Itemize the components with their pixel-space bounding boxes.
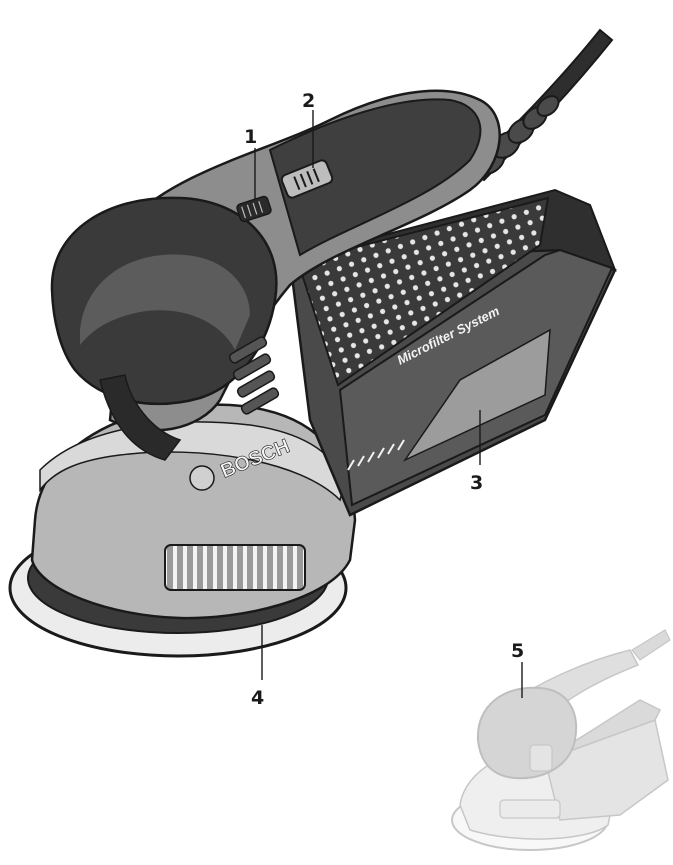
side-grip-ribs (228, 336, 280, 415)
callout-4: 4 (251, 687, 264, 709)
callout-5: 5 (511, 640, 524, 662)
dust-box-perforated-top (296, 196, 550, 387)
callout-1: 1 (244, 126, 257, 148)
dust-box-ribs (347, 439, 405, 471)
main-sander: Microfilter System (8, 28, 617, 658)
callouts: 1 2 3 4 5 (244, 90, 524, 709)
on-off-switch (280, 159, 334, 199)
callout-3: 3 (470, 472, 483, 494)
base-vents (164, 544, 306, 591)
inset-sander (451, 629, 671, 851)
speed-dial (236, 195, 272, 223)
inset-palm-grip (476, 686, 577, 780)
callout-2: 2 (302, 90, 315, 112)
bosch-logo-icon (189, 465, 215, 491)
grip-pocket (99, 374, 182, 461)
